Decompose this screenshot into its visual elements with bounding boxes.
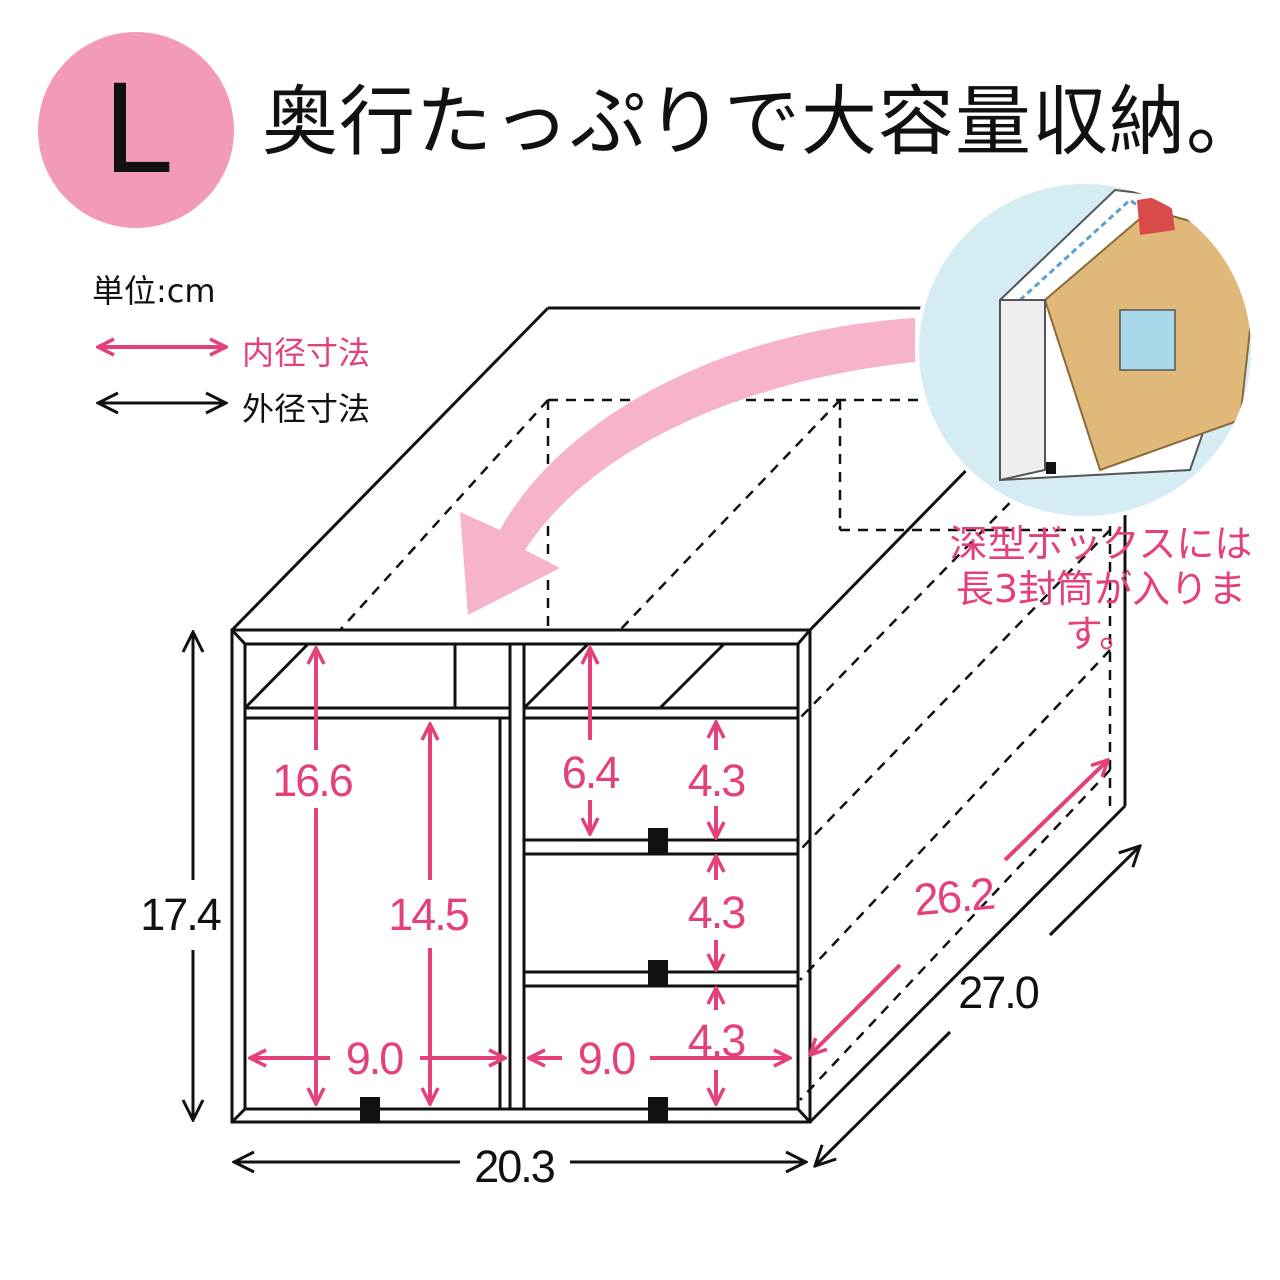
handle-bottom-left [360, 1097, 380, 1123]
handle-bottom-right [648, 1097, 668, 1123]
label-left-total-height: 16.6 [272, 755, 353, 806]
label-outer-height: 17.4 [140, 889, 221, 940]
label-right-width: 9.0 [578, 1033, 636, 1084]
envelope-inset [915, 180, 1255, 520]
dimension-labels: 16.6 14.5 9.0 9.0 6.4 4.3 4.3 4.3 26.2 1… [140, 747, 1041, 1192]
drawer-handles [360, 828, 668, 1123]
size-letter: L [102, 59, 170, 201]
inner-dimension-legend: 内径寸法 [242, 334, 371, 372]
label-left-width: 9.0 [346, 1033, 404, 1084]
label-outer-depth: 27.0 [958, 967, 1039, 1018]
label-left-height: 14.5 [388, 889, 469, 940]
label-right-top-height: 6.4 [562, 747, 620, 798]
outer-dimension-arrows [193, 632, 1140, 1166]
label-outer-width: 20.3 [474, 1141, 555, 1192]
handle-middle [648, 960, 668, 986]
note-line-1: 深型ボックスには [949, 522, 1253, 566]
unit-label: 単位:cm [92, 272, 216, 310]
compartments [243, 642, 798, 1111]
envelope-note: 深型ボックスには 長3封筒が入ります。 [936, 522, 1266, 656]
note-line-2: 長3封筒が入ります。 [955, 566, 1247, 656]
label-drawer2-height: 4.3 [688, 887, 746, 938]
label-drawer3-height: 4.3 [688, 1015, 746, 1066]
label-inner-depth: 26.2 [912, 868, 996, 926]
handle-top [648, 828, 668, 854]
outer-dimension-legend: 外径寸法 [242, 390, 371, 428]
label-drawer1-height: 4.3 [688, 755, 746, 806]
insert-arrow [460, 318, 915, 615]
inner-dimension-arrows [250, 648, 1108, 1104]
size-badge: L [38, 32, 234, 228]
headline: 奥行たっぷりで大容量収納。 [262, 77, 1263, 166]
